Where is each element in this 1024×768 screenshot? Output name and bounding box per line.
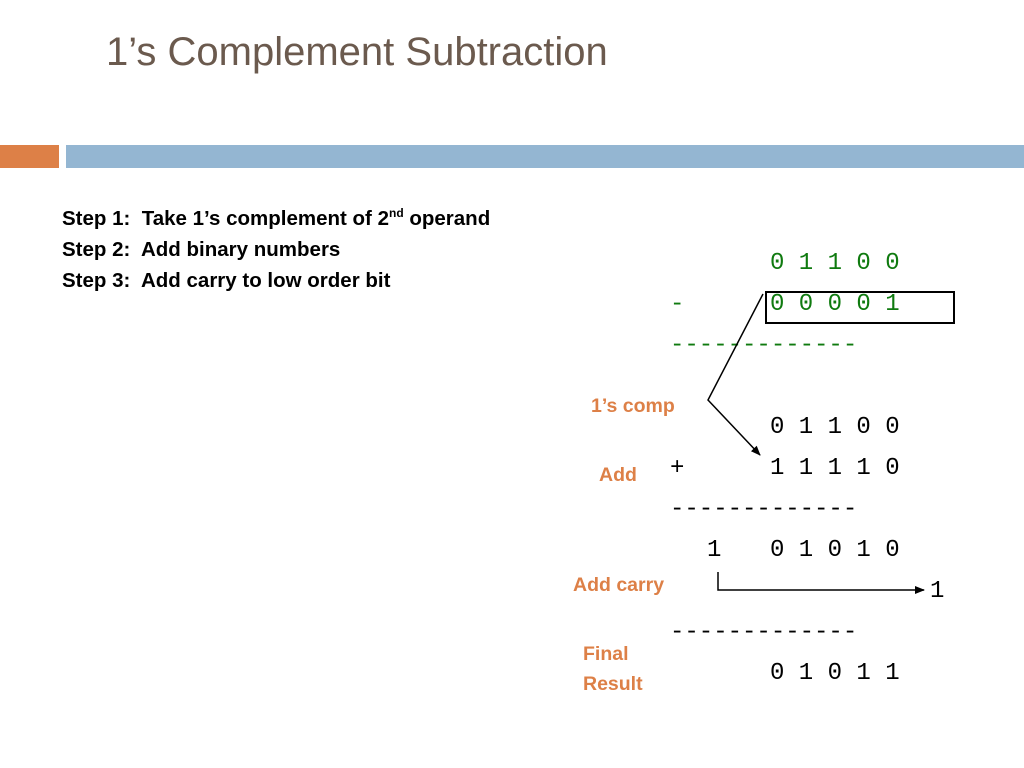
label-add-carry: Add carry — [573, 574, 665, 596]
rule-1: ------------- — [670, 332, 858, 359]
plus-sign: + — [670, 455, 685, 482]
subtrahend: 0 0 0 0 1 — [770, 291, 900, 318]
complement-value: 1 1 1 1 0 — [770, 455, 900, 482]
slide-title: 1’s Complement Subtraction — [106, 30, 608, 74]
carry-bit: 1 — [707, 537, 722, 564]
steps-list: Step 1: Take 1’s complement of 2nd opera… — [62, 203, 490, 296]
carry-added: 1 — [930, 578, 945, 605]
carry-arrow — [717, 572, 925, 594]
step-1: Step 1: Take 1’s complement of 2nd opera… — [62, 203, 490, 234]
step-3-text: Add carry to low order bit — [140, 269, 391, 292]
step-3: Step 3: Add carry to low order bit — [62, 265, 490, 296]
step-1-superscript: nd — [388, 206, 404, 221]
label-result: Result — [583, 673, 643, 695]
rule-2: ------------- — [670, 496, 858, 523]
minuend: 0 1 1 0 0 — [770, 250, 900, 277]
subtrahend-box — [765, 291, 955, 324]
addend-1: 0 1 1 0 0 — [770, 414, 900, 441]
final-result-value: 0 1 0 1 1 — [770, 660, 900, 687]
label-add: Add — [599, 464, 637, 486]
step-3-prefix: Step 3: — [62, 269, 141, 292]
step-2-prefix: Step 2: — [62, 238, 141, 261]
minus-sign: - — [670, 291, 685, 318]
step-1-prefix: Step 1: — [62, 207, 142, 230]
accent-bar-blue — [66, 145, 1024, 168]
label-ones-comp: 1’s comp — [591, 395, 675, 417]
step-2: Step 2: Add binary numbers — [62, 234, 490, 265]
rule-3: ------------- — [670, 619, 858, 646]
step-1-suffix: operand — [403, 207, 491, 230]
step-2-text: Add binary numbers — [140, 238, 341, 261]
label-final: Final — [583, 643, 629, 665]
sum-value: 0 1 0 1 0 — [770, 537, 900, 564]
accent-bar-orange — [0, 145, 59, 168]
complement-arrow — [707, 293, 764, 456]
step-1-text: Take 1’s complement of 2 — [141, 207, 389, 230]
